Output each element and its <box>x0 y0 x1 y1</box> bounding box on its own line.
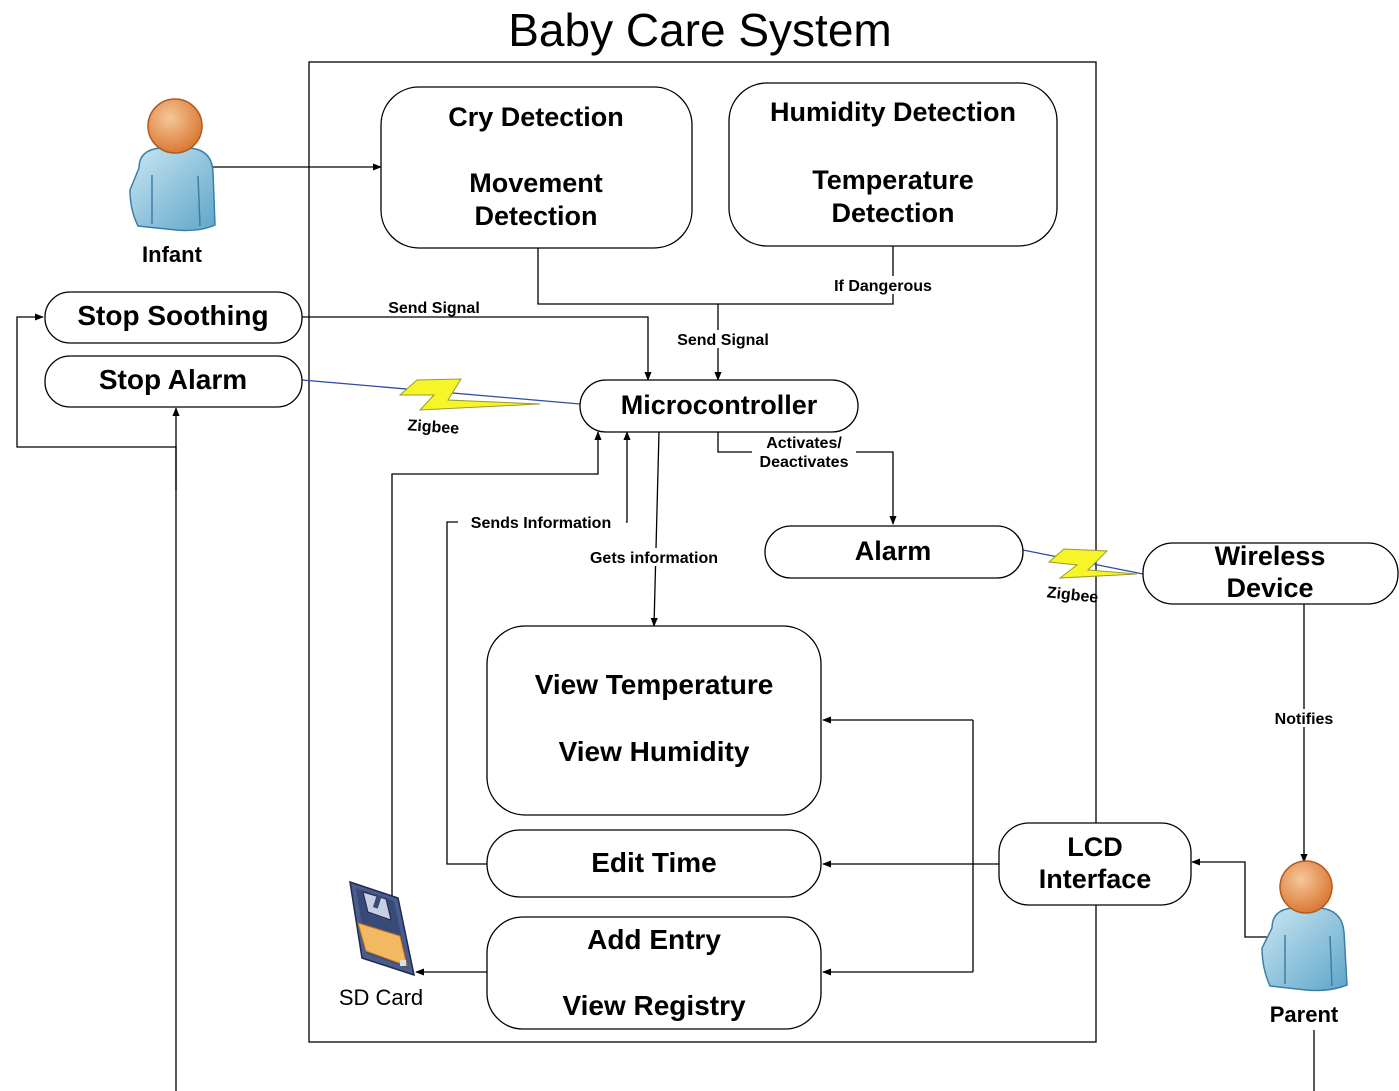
wireless-device-box: Wireless Device <box>1142 541 1399 605</box>
deactivates-label: Deactivates <box>760 454 849 471</box>
lcd-interface-box: LCD Interface <box>998 822 1192 906</box>
movement-detection-text: Detection <box>474 201 597 231</box>
diagram-title: Baby Care System <box>508 4 891 56</box>
zigbee-link-right <box>1022 548 1144 579</box>
interface-text: Interface <box>1039 864 1152 894</box>
humidity-temperature-box: Humidity Detection Temperature Detection <box>728 82 1058 247</box>
connectors <box>16 163 1315 1091</box>
view-temp-humidity-box: View Temperature View Humidity <box>486 625 822 816</box>
cry-movement-box: Cry Detection Movement Detection <box>380 86 693 249</box>
view-humidity-text: View Humidity <box>559 736 750 767</box>
movement-text: Movement <box>469 168 603 198</box>
zigbee-label-right: Zigbee <box>1046 584 1099 606</box>
view-temperature-text: View Temperature <box>535 669 774 700</box>
add-entry-text: Add Entry <box>587 924 721 955</box>
floppy-disk-icon <box>349 880 415 977</box>
person-icon <box>1261 860 1348 992</box>
soothing-to-micro-arrow <box>302 316 652 381</box>
edit-to-micro-arrow <box>446 431 631 865</box>
infant-actor: Infant <box>129 98 216 267</box>
notifies-label: Notifies <box>1275 711 1334 728</box>
view-registry-text: View Registry <box>562 990 746 1021</box>
lightning-bolt-icon <box>398 378 541 411</box>
parent-to-lcd-arrow <box>1191 858 1272 938</box>
microcontroller-box: Microcontroller <box>579 379 859 433</box>
alarm-box: Alarm <box>764 525 1024 579</box>
lcd-text: LCD <box>1067 832 1123 862</box>
temperature-detection-text: Detection <box>831 198 954 228</box>
lightning-bolt-icon <box>1047 548 1138 579</box>
edit-time-box: Edit Time <box>486 829 822 898</box>
parent-label: Parent <box>1270 1002 1339 1027</box>
edit-time-text: Edit Time <box>591 847 717 878</box>
left-loop-line <box>16 313 177 1091</box>
person-icon <box>129 98 216 232</box>
alarm-text: Alarm <box>855 536 932 566</box>
stop-alarm-box: Stop Alarm <box>44 355 303 408</box>
zigbee-link-left <box>301 378 581 411</box>
cry-detection-text: Cry Detection <box>448 102 624 132</box>
add-view-registry-box: Add Entry View Registry <box>486 916 822 1030</box>
cry-to-junction-line <box>537 246 894 305</box>
send-signal-center-label: Send Signal <box>677 332 769 349</box>
if-dangerous-label: If Dangerous <box>834 278 932 295</box>
sd-to-micro-arrow <box>391 431 602 898</box>
micro-to-view-arrow <box>650 431 660 627</box>
stop-alarm-text: Stop Alarm <box>99 364 247 395</box>
activates-label: Activates/ <box>766 435 842 452</box>
wireless-text: Wireless <box>1215 541 1326 571</box>
zigbee-label-left: Zigbee <box>407 417 460 438</box>
stop-soothing-box: Stop Soothing <box>44 291 303 344</box>
humidity-detection-text: Humidity Detection <box>770 97 1016 127</box>
device-text: Device <box>1226 573 1313 603</box>
sd-card-label: SD Card <box>339 985 423 1010</box>
microcontroller-text: Microcontroller <box>621 390 818 420</box>
temperature-text: Temperature <box>812 165 974 195</box>
infant-label: Infant <box>142 242 203 267</box>
stop-soothing-text: Stop Soothing <box>77 300 268 331</box>
sd-card: SD Card <box>339 880 423 1010</box>
edge-labels: Send Signal Send Signal If Dangerous Act… <box>378 276 1341 728</box>
sends-information-label: Sends Information <box>471 515 611 532</box>
parent-actor: Parent <box>1261 860 1348 1027</box>
gets-information-label: Gets information <box>590 550 718 567</box>
send-signal-left-label: Send Signal <box>388 300 480 317</box>
